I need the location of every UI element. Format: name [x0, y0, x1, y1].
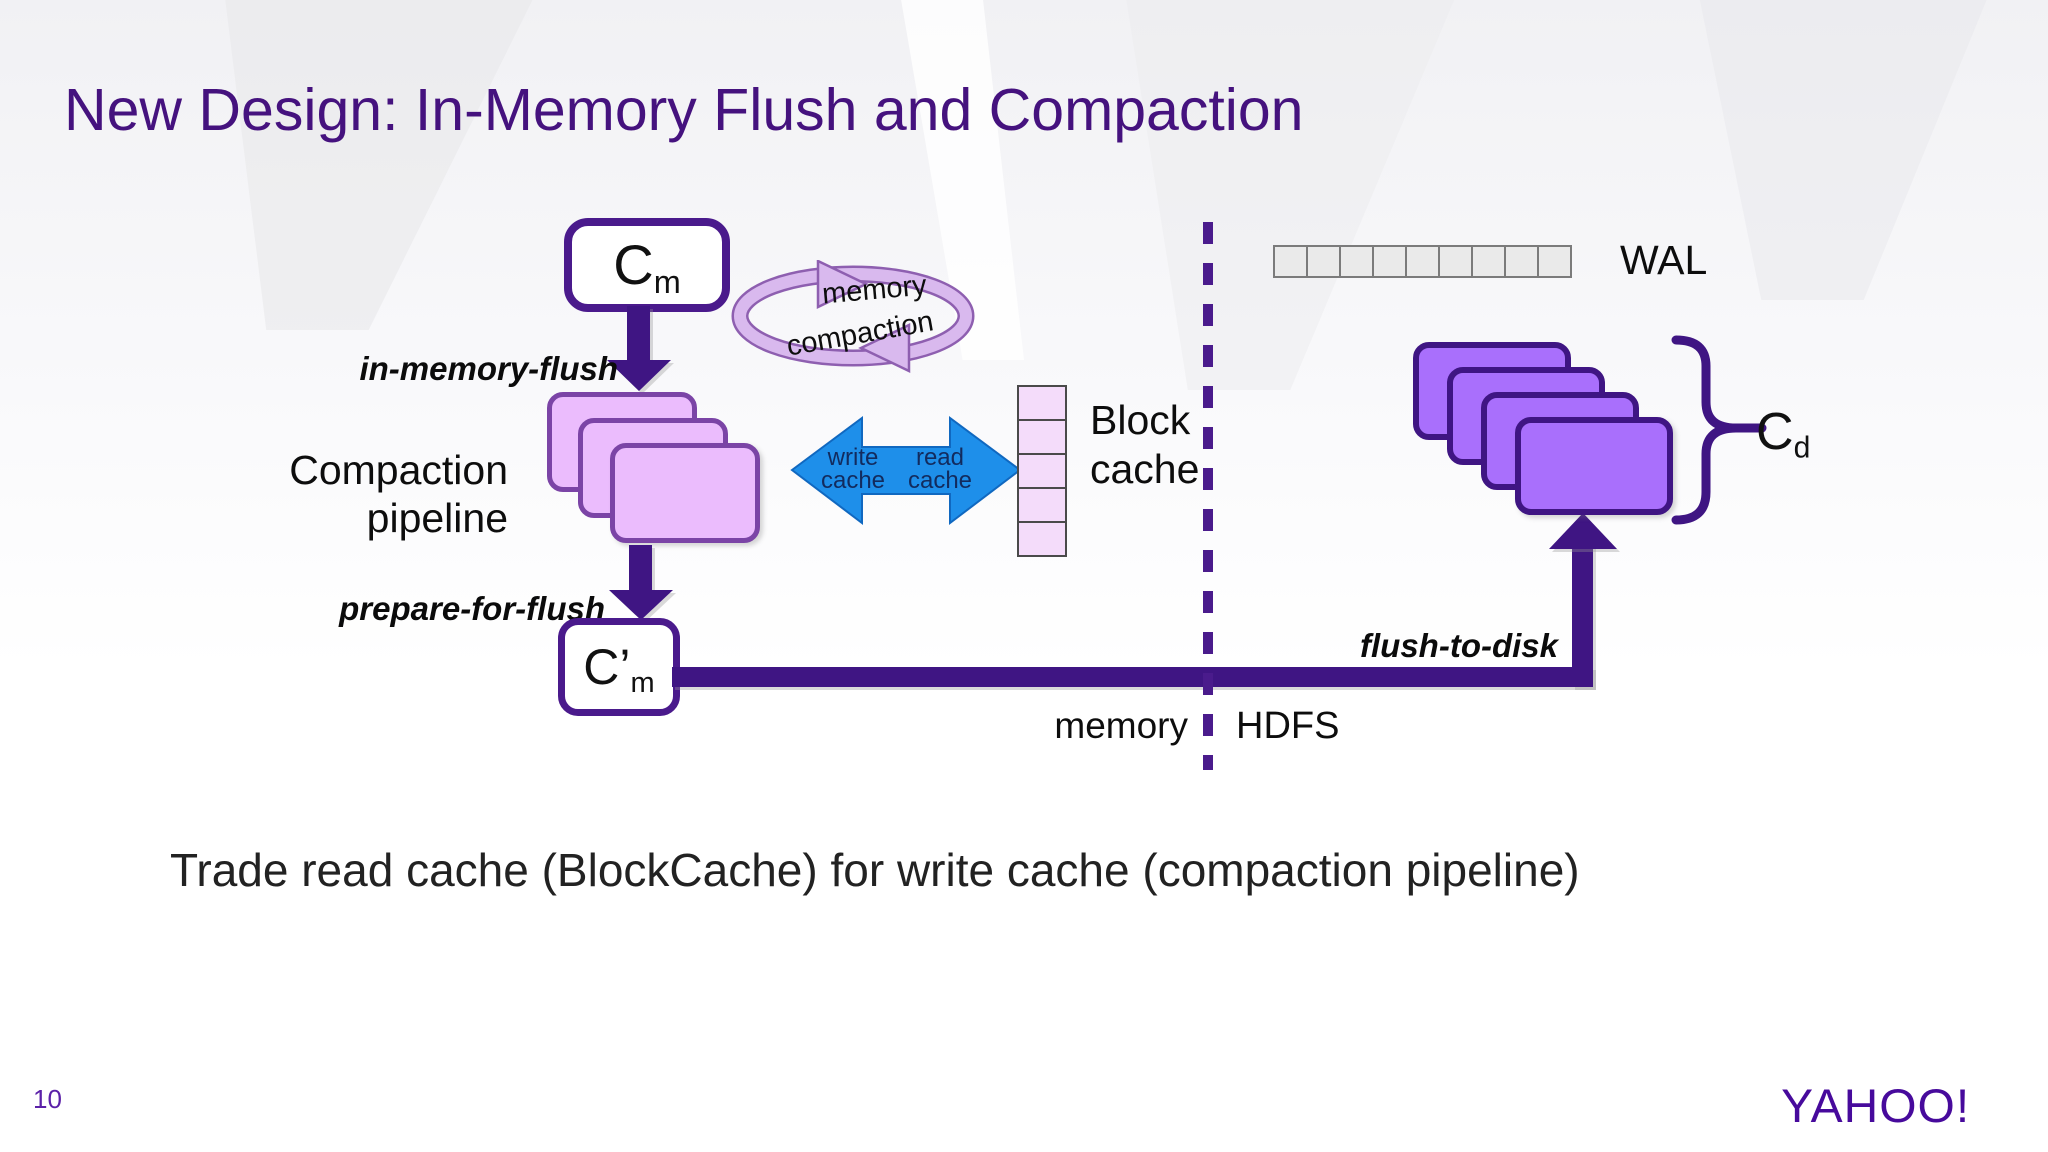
slide-title: New Design: In-Memory Flush and Compacti… — [64, 77, 1304, 143]
wal-cell — [1372, 245, 1407, 278]
block-cache-label: Block cache — [1090, 397, 1200, 492]
block-cache-cell — [1017, 521, 1067, 557]
block-cache-cell — [1017, 453, 1067, 489]
flush-to-disk-arrowhead-icon — [1549, 513, 1617, 549]
prepare-for-flush-label: prepare-for-flush — [339, 590, 605, 627]
wal-cell — [1273, 245, 1308, 278]
summary-text: Trade read cache (BlockCache) for write … — [170, 844, 1580, 896]
background-facet — [901, 0, 1024, 360]
memstore-cm-label: Cm — [613, 233, 681, 301]
pipeline-segment-box — [610, 443, 760, 543]
in-memory-flush-label: in-memory-flush — [359, 350, 618, 387]
yahoo-logo: YAHOO! — [1781, 1079, 1971, 1132]
wal-cell — [1504, 245, 1539, 278]
in-memory-flush-arrowhead-icon — [607, 360, 671, 391]
page-number: 10 — [33, 1084, 62, 1114]
wal-cell — [1306, 245, 1341, 278]
wal-label: WAL — [1620, 237, 1708, 283]
write-cache-label: write cache — [820, 444, 886, 494]
wal-cell — [1438, 245, 1473, 278]
memstore-cm-box: Cm — [564, 218, 730, 312]
disk-store-box — [1515, 417, 1673, 515]
memory-hdfs-divider — [1203, 222, 1213, 770]
compaction-pipeline-stack — [547, 392, 762, 544]
block-cache-cell — [1017, 419, 1067, 455]
background-facet — [225, 0, 533, 330]
prepare-for-flush-arrow — [629, 545, 652, 592]
in-memory-flush-arrow — [627, 306, 650, 362]
wal-strip — [1273, 245, 1572, 278]
flush-to-disk-line-horizontal — [672, 667, 1593, 687]
block-cache-cell — [1017, 487, 1067, 523]
snapshot-cm-label: C’m — [583, 639, 655, 700]
flush-to-disk-label: flush-to-disk — [1360, 627, 1558, 664]
read-cache-label: read cache — [907, 444, 973, 494]
compaction-pipeline-label: Compaction pipeline — [289, 447, 508, 541]
wal-cell — [1339, 245, 1374, 278]
prepare-for-flush-arrowhead-icon — [609, 590, 673, 620]
hdfs-region-label: HDFS — [1236, 705, 1340, 747]
disk-store-stack — [1413, 342, 1675, 516]
disk-store-cd-label: Cd — [1756, 403, 1811, 465]
memory-compaction-loop-icon — [731, 260, 975, 373]
block-cache-column — [1017, 385, 1067, 557]
snapshot-cm-box: C’m — [558, 618, 680, 716]
wal-cell — [1537, 245, 1572, 278]
flush-to-disk-line-vertical — [1572, 546, 1593, 687]
block-cache-cell — [1017, 385, 1067, 421]
wal-cell — [1405, 245, 1440, 278]
memory-region-label: memory — [1054, 705, 1188, 746]
wal-cell — [1471, 245, 1506, 278]
background-facet — [1699, 0, 1987, 300]
cd-brace-icon — [1671, 335, 1767, 525]
